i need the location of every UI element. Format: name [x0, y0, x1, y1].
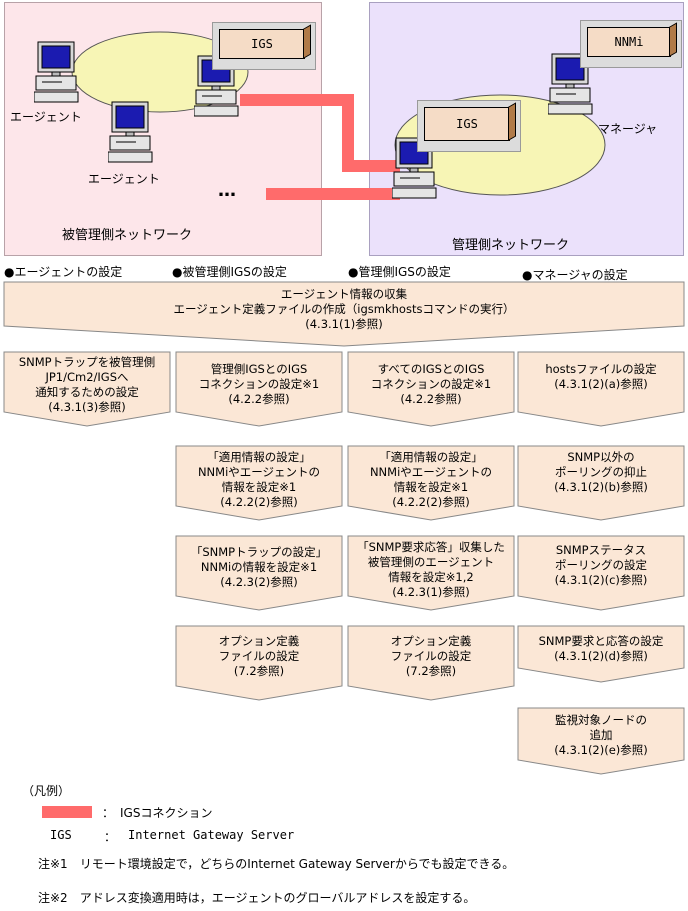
step-top-shape — [3, 281, 685, 347]
manager-network-label: 管理側ネットワーク — [452, 238, 570, 253]
step-shape — [175, 445, 343, 521]
step-shape — [347, 351, 515, 427]
step-shape — [517, 445, 685, 521]
step-shape — [175, 351, 343, 427]
ellipsis-text: … — [218, 180, 236, 201]
step-shape — [175, 625, 343, 701]
step-shape — [3, 351, 171, 427]
step-shape — [347, 535, 515, 611]
section-managed-igs: ●被管理側IGSの設定 — [172, 265, 287, 279]
step-shape — [347, 625, 515, 701]
step-collect-agent-info: エージェント情報の収集 エージェント定義ファイルの作成（igsmkhostsコマ… — [173, 287, 515, 331]
section-manager: ●マネージャの設定 — [522, 268, 628, 282]
step-managed-apply-info: 「適用情報の設定」 NNMiやエージェントの 情報を設定※1 (4.2.2(2)… — [197, 450, 321, 509]
nnmi-box-label: NNMi — [587, 27, 671, 57]
managed-igs-box: IGS — [212, 22, 316, 70]
step-add-monitored-node: 監視対象ノードの 追加 (4.3.1(2)(e)参照) — [554, 713, 648, 757]
manager-igs-box: IGS — [417, 100, 521, 152]
note-2: 注※2 アドレス変換適用時は，エージェントのグローバルアドレスを設定する。 — [38, 891, 476, 905]
legend-igs-connection: ： IGSコネクション — [102, 806, 213, 820]
managed-network-label: 被管理側ネットワーク — [62, 228, 193, 243]
legend-igs-colon: ： — [104, 830, 117, 844]
section-agent: ●エージェントの設定 — [4, 265, 123, 279]
step-managed-option-file: オプション定義 ファイルの設定 (7.2参照) — [218, 634, 300, 678]
step-shape — [175, 535, 343, 611]
step-manager-snmp-request: 「SNMP要求応答」収集した 被管理側のエージェント 情報を設定※1,2 (4.… — [357, 540, 505, 599]
step-shape — [517, 535, 685, 611]
manager-igs-box-label: IGS — [424, 107, 510, 141]
step-manager-option-file: オプション定義 ファイルの設定 (7.2参照) — [390, 634, 472, 678]
manager-computer-icon — [548, 53, 593, 115]
step-managed-igs-connection: 管理側IGSとのIGS コネクションの設定※1 (4.2.2参照) — [198, 362, 320, 406]
igs-connection-line — [240, 94, 400, 172]
agent-computer-icon — [34, 41, 79, 103]
legend-title: （凡例） — [22, 784, 71, 798]
manager-label: マネージャ — [598, 122, 658, 136]
agent-label: エージェント — [10, 110, 82, 124]
step-snmp-status-polling: SNMPステータス ポーリングの設定 (4.3.1(2)(c)参照) — [554, 543, 648, 587]
step-shape — [517, 707, 685, 775]
step-agent-trap: SNMPトラップを被管理側 JP1/Cm2/IGSへ 通知するための設定 (4.… — [18, 355, 156, 414]
managed-igs-box-label: IGS — [219, 29, 305, 59]
step-managed-snmp-trap: 「SNMPトラップの設定」 NNMiの情報を設定※1 (4.2.3(2)参照) — [190, 545, 328, 589]
legend-connection-swatch — [42, 806, 92, 818]
step-shape — [517, 351, 685, 427]
step-shape — [347, 445, 515, 521]
nnmi-box: NNMi — [580, 20, 682, 68]
agent-computer-icon — [108, 101, 153, 163]
step-manager-apply-info: 「適用情報の設定」 NNMiやエージェントの 情報を設定※1 (4.2.2(2)… — [369, 450, 493, 509]
step-suppress-polling: SNMP以外の ポーリングの抑止 (4.3.1(2)(b)参照) — [554, 450, 648, 494]
step-hosts-file: hostsファイルの設定 (4.3.1(2)(a)参照) — [545, 362, 657, 391]
legend-igs-abbr: IGS — [50, 828, 72, 842]
step-manager-igs-connection: すべてのIGSとのIGS コネクションの設定※1 (4.2.2参照) — [370, 362, 492, 406]
legend-igs-full: Internet Gateway Server — [128, 828, 295, 842]
step-snmp-request-response: SNMP要求と応答の設定 (4.3.1(2)(d)参照) — [538, 634, 664, 663]
section-manager-igs: ●管理側IGSの設定 — [348, 265, 451, 279]
note-1: 注※1 リモート環境設定で，どちらのInternet Gateway Serve… — [38, 857, 515, 871]
agent-label: エージェント — [88, 172, 160, 186]
step-shape — [517, 625, 685, 683]
